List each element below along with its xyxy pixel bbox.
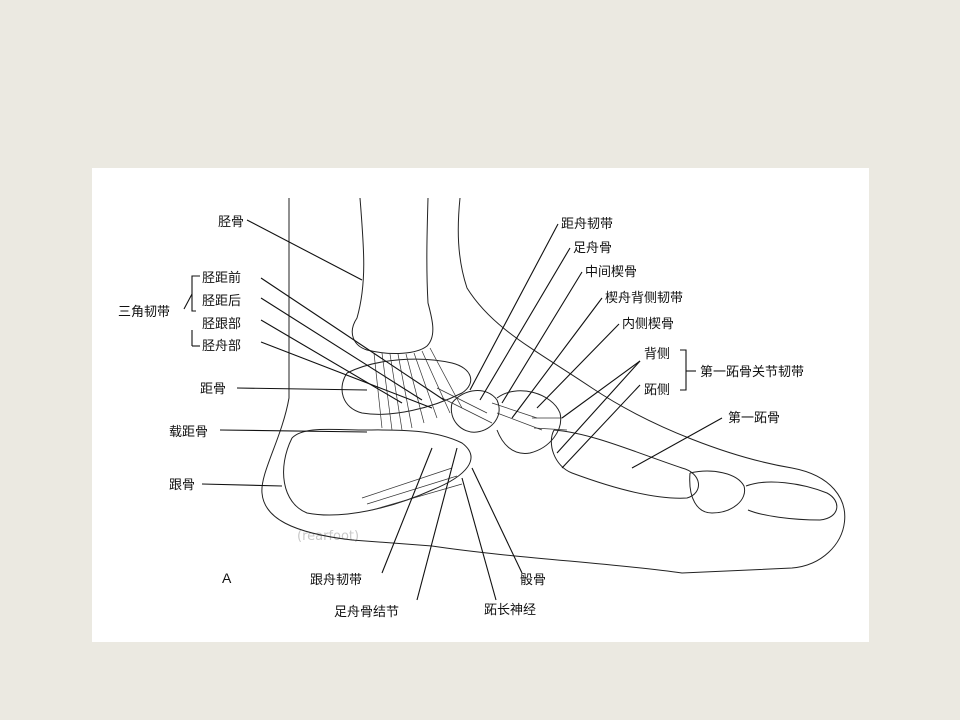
navicular-bone <box>450 390 500 433</box>
phalanx-distal <box>745 481 838 521</box>
leader-lines <box>183 219 723 601</box>
label-tibia: 胫骨 <box>218 215 244 230</box>
cuneiform-bones <box>496 390 562 454</box>
label-deltoid-ligament: 三角韧带 <box>118 305 170 320</box>
label-tibiocalcaneal: 胫跟部 <box>202 317 241 332</box>
label-tibionavicular: 胫舟部 <box>202 339 241 354</box>
label-cuneonavicular-dorsal: 楔舟背侧韧带 <box>605 291 683 306</box>
skin-outline <box>261 197 846 574</box>
label-navicular-tuberosity: 足舟骨结节 <box>334 605 399 620</box>
label-hallucis-nerve: 跖长神经 <box>484 603 536 618</box>
label-first-metatarsal: 第一跖骨 <box>728 411 780 426</box>
foot-anatomy-drawing: (rearfoot) <box>118 197 846 620</box>
label-talus: 距骨 <box>200 382 226 397</box>
phalanx-proximal <box>689 470 746 514</box>
tibia-bone <box>351 197 434 354</box>
label-sesamoid: 骰骨 <box>520 573 546 588</box>
label-intermediate-cuneiform: 中间楔骨 <box>585 265 637 280</box>
label-dorsal: 背侧 <box>644 347 670 362</box>
panel-letter: A <box>222 570 232 586</box>
label-first-mtp-ligament: 第一跖骨关节韧带 <box>700 365 804 380</box>
label-calcaneus: 跟骨 <box>169 478 195 493</box>
ligament-fibers <box>361 347 568 511</box>
label-tibiotalar-posterior: 胫距后 <box>202 294 241 309</box>
label-medial-cuneiform: 内侧楔骨 <box>622 316 674 332</box>
talus-bone <box>341 358 472 415</box>
foot-ligament-diagram: (rearfoot) <box>92 168 869 642</box>
label-sustentaculum: 载距骨 <box>169 425 208 440</box>
label-calcaneonavicular-ligament: 跟舟韧带 <box>310 573 362 588</box>
label-talonavicular-ligament: 距舟韧带 <box>561 217 613 232</box>
calcaneus-bone <box>283 428 472 516</box>
label-tibiotalar-anterior: 胫距前 <box>202 270 241 286</box>
label-plantar: 跖侧 <box>644 383 670 398</box>
first-metatarsal-bone <box>550 429 699 499</box>
label-navicular: 足舟骨 <box>573 241 612 256</box>
